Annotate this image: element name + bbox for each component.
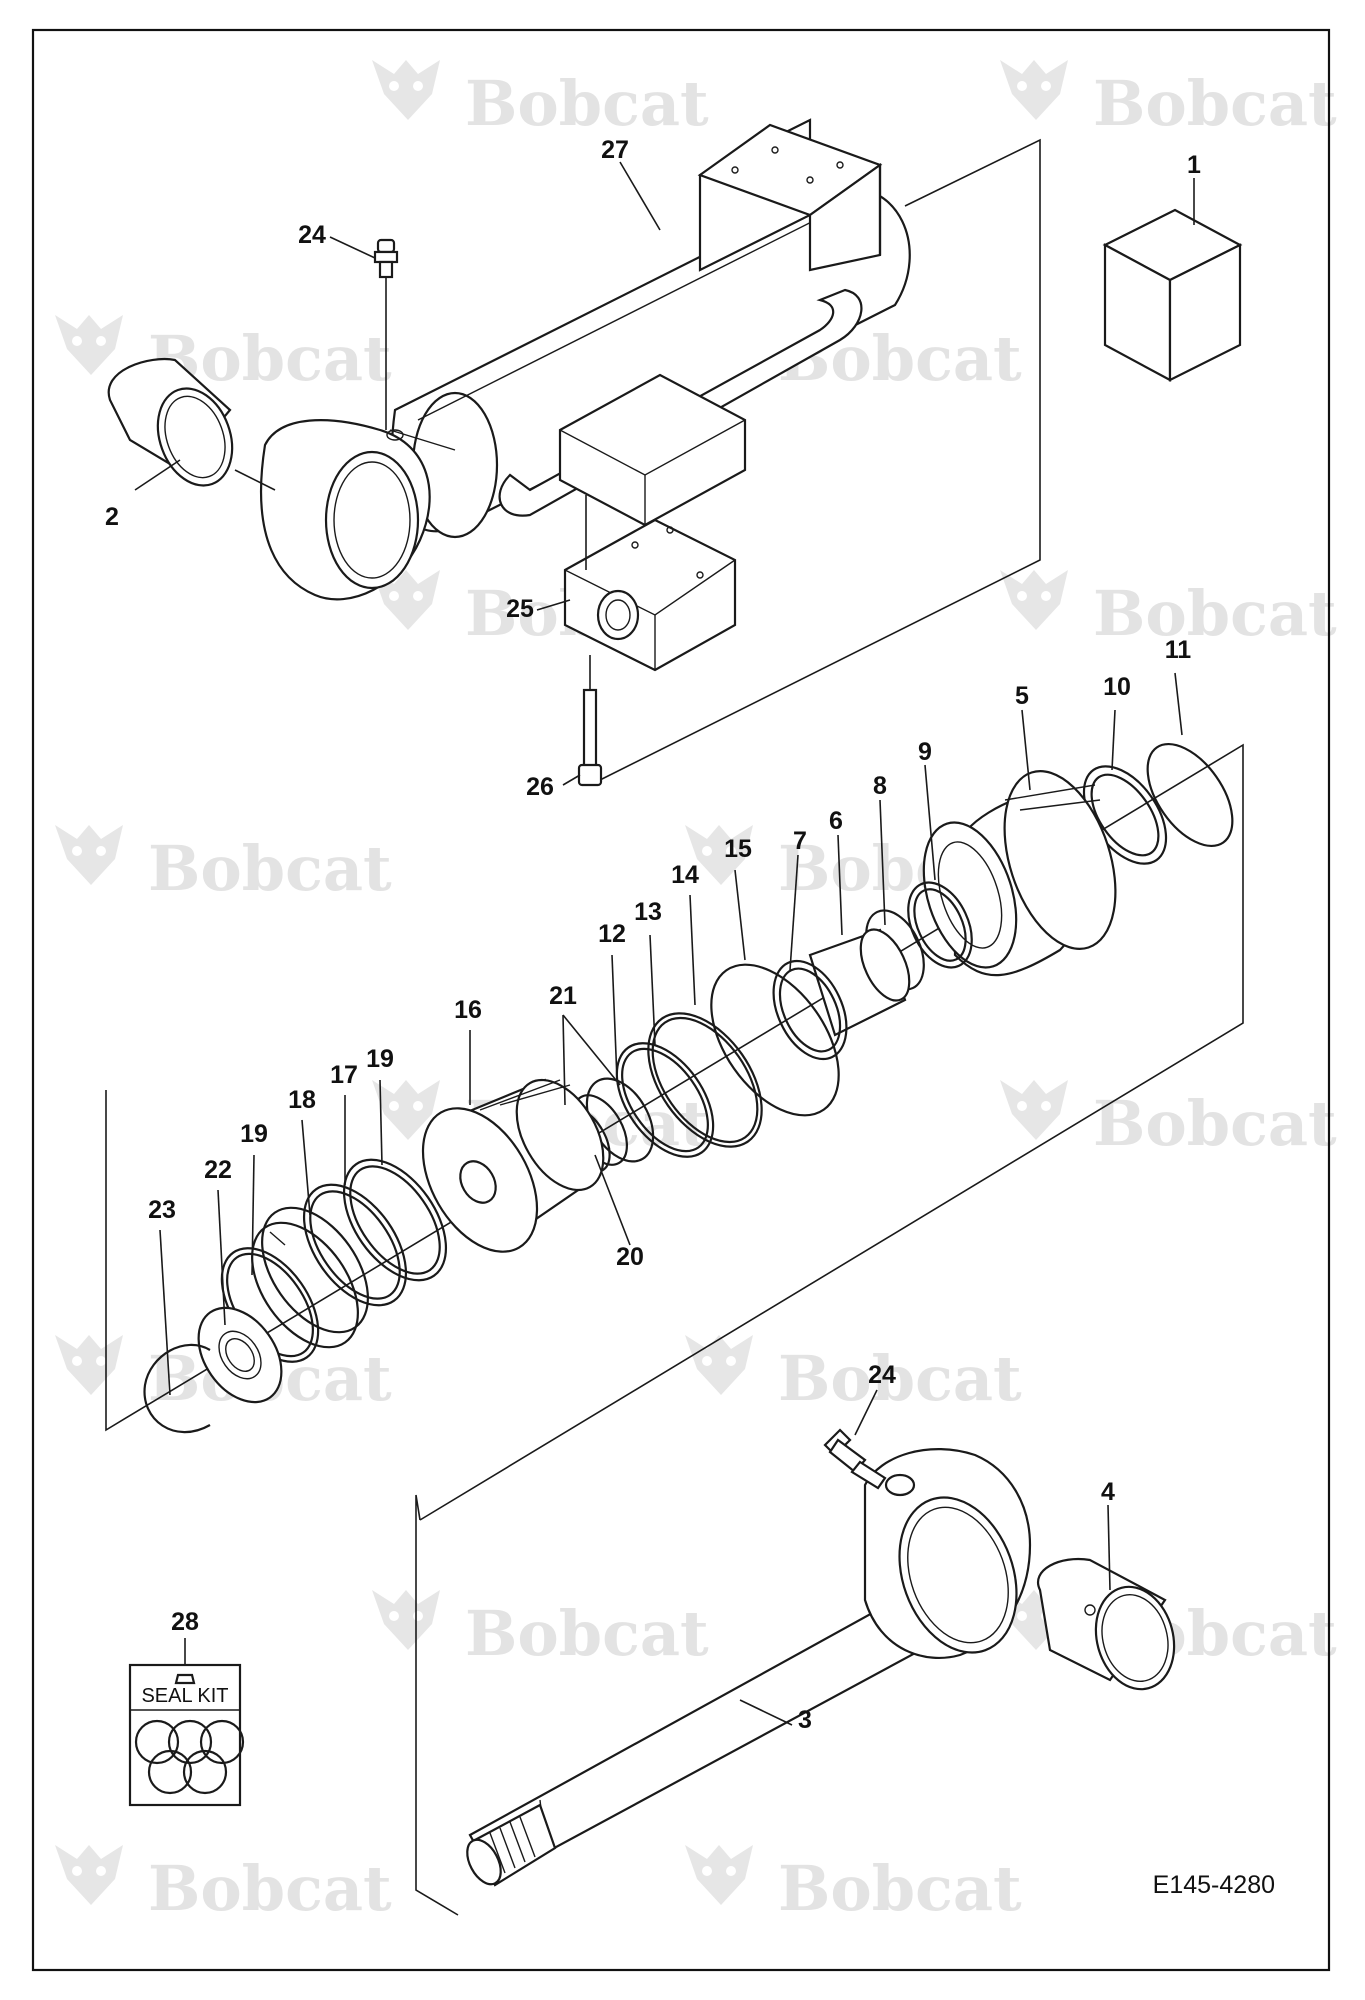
watermark-text: Bobcat bbox=[1093, 577, 1337, 650]
callout-10: 10 bbox=[1103, 673, 1131, 701]
callout-4: 4 bbox=[1101, 1478, 1115, 1506]
watermark-text: Bobcat bbox=[1093, 1087, 1337, 1160]
callout-8: 8 bbox=[873, 772, 887, 800]
callout-24b: 24 bbox=[868, 1361, 896, 1389]
callout-12: 12 bbox=[598, 920, 626, 948]
box-part-1 bbox=[1102, 208, 1243, 382]
callout-26: 26 bbox=[526, 773, 554, 801]
piston-rod-part-3 bbox=[466, 1448, 1032, 1887]
ring-part-17 bbox=[302, 1183, 408, 1307]
watermark-text: Bobcat bbox=[465, 1597, 709, 1670]
callout-16: 16 bbox=[454, 996, 482, 1024]
watermark-logo-icon bbox=[55, 315, 123, 375]
snap-ring-part-23 bbox=[143, 1343, 211, 1434]
drawing-frame bbox=[31, 28, 1331, 1972]
callout-5: 5 bbox=[1015, 682, 1029, 710]
cylinder-barrel-part bbox=[260, 118, 911, 601]
watermark-text: Bobcat bbox=[1093, 67, 1337, 140]
callout-labels: 1 2 3 4 5 6 7 8 9 10 11 12 13 14 15 16 1… bbox=[105, 136, 1201, 1734]
leader-lines bbox=[134, 161, 1195, 1726]
callout-6: 6 bbox=[829, 807, 843, 835]
ring-part-7 bbox=[772, 959, 848, 1061]
grease-fitting-part-24-upper bbox=[373, 238, 399, 430]
ring-part-14 bbox=[647, 1012, 763, 1148]
snap-ring-part-15 bbox=[710, 963, 840, 1117]
wear-band-part-18 bbox=[251, 1206, 369, 1349]
callout-20: 20 bbox=[616, 1243, 644, 1271]
callout-3: 3 bbox=[798, 1706, 812, 1734]
watermark-text: Bobcat bbox=[465, 67, 709, 140]
callout-25: 25 bbox=[506, 595, 534, 623]
drawing-code: E145-4280 bbox=[1153, 1871, 1275, 1899]
callout-15: 15 bbox=[724, 835, 752, 863]
lock-nut-part-22 bbox=[197, 1306, 283, 1404]
watermark-logo-icon bbox=[55, 1845, 123, 1905]
bushing-part-2 bbox=[107, 358, 234, 487]
callout-9: 9 bbox=[918, 738, 932, 766]
callout-27: 27 bbox=[601, 136, 629, 164]
callout-21: 21 bbox=[549, 982, 577, 1010]
callout-13: 13 bbox=[634, 898, 662, 926]
barrel-envelope-outline bbox=[589, 138, 1041, 786]
bolt-part-26 bbox=[577, 655, 603, 787]
callout-11: 11 bbox=[1165, 636, 1192, 664]
ring-part-11 bbox=[1146, 742, 1234, 848]
rod-envelope-outline bbox=[415, 1494, 459, 1916]
watermark-logo-icon bbox=[372, 60, 440, 120]
callout-19b: 19 bbox=[240, 1120, 268, 1148]
callout-23: 23 bbox=[148, 1196, 176, 1224]
callout-14: 14 bbox=[671, 861, 699, 889]
grease-fitting-part-24-lower bbox=[823, 1428, 887, 1490]
watermark-text: Bobcat bbox=[148, 1852, 392, 1925]
gland-head-part-5 bbox=[922, 770, 1117, 977]
watermark-logo-icon bbox=[1000, 1080, 1068, 1140]
bushing-part-4 bbox=[1037, 1557, 1176, 1691]
ring-part-19-upper bbox=[342, 1158, 448, 1282]
ring-part-13 bbox=[615, 1042, 715, 1158]
callout-1: 1 bbox=[1187, 151, 1201, 179]
callout-28: 28 bbox=[171, 1608, 199, 1636]
callout-19a: 19 bbox=[366, 1045, 394, 1073]
watermark-logo-icon bbox=[55, 1335, 123, 1395]
piston-envelope-outline bbox=[105, 743, 1244, 1521]
seal-kit-label: SEAL KIT bbox=[141, 1685, 228, 1707]
watermark-logo-icon bbox=[55, 825, 123, 885]
callout-17: 17 bbox=[330, 1061, 358, 1089]
watermark-text: Bobcat bbox=[148, 832, 392, 905]
callout-2: 2 bbox=[105, 503, 119, 531]
callout-22: 22 bbox=[204, 1156, 232, 1184]
sleeve-part-6 bbox=[808, 928, 911, 1037]
watermark-logo-icon bbox=[372, 1590, 440, 1650]
watermark-text: Bobcat bbox=[778, 1342, 1022, 1415]
seal-kit-part-28: SEAL KIT bbox=[128, 1663, 245, 1807]
watermark-logo-icon bbox=[685, 1845, 753, 1905]
watermark-logo-icon bbox=[1000, 60, 1068, 120]
watermark-text: Bobcat bbox=[778, 1852, 1022, 1925]
watermark-logo-icon bbox=[1000, 570, 1068, 630]
watermark-logo-icon bbox=[685, 1335, 753, 1395]
callout-24a: 24 bbox=[298, 221, 326, 249]
callout-7: 7 bbox=[793, 827, 807, 855]
ring-part-9 bbox=[907, 881, 973, 969]
piston-part-16 bbox=[421, 1078, 605, 1253]
valve-block-part-25 bbox=[563, 495, 737, 672]
callout-18: 18 bbox=[288, 1086, 316, 1114]
